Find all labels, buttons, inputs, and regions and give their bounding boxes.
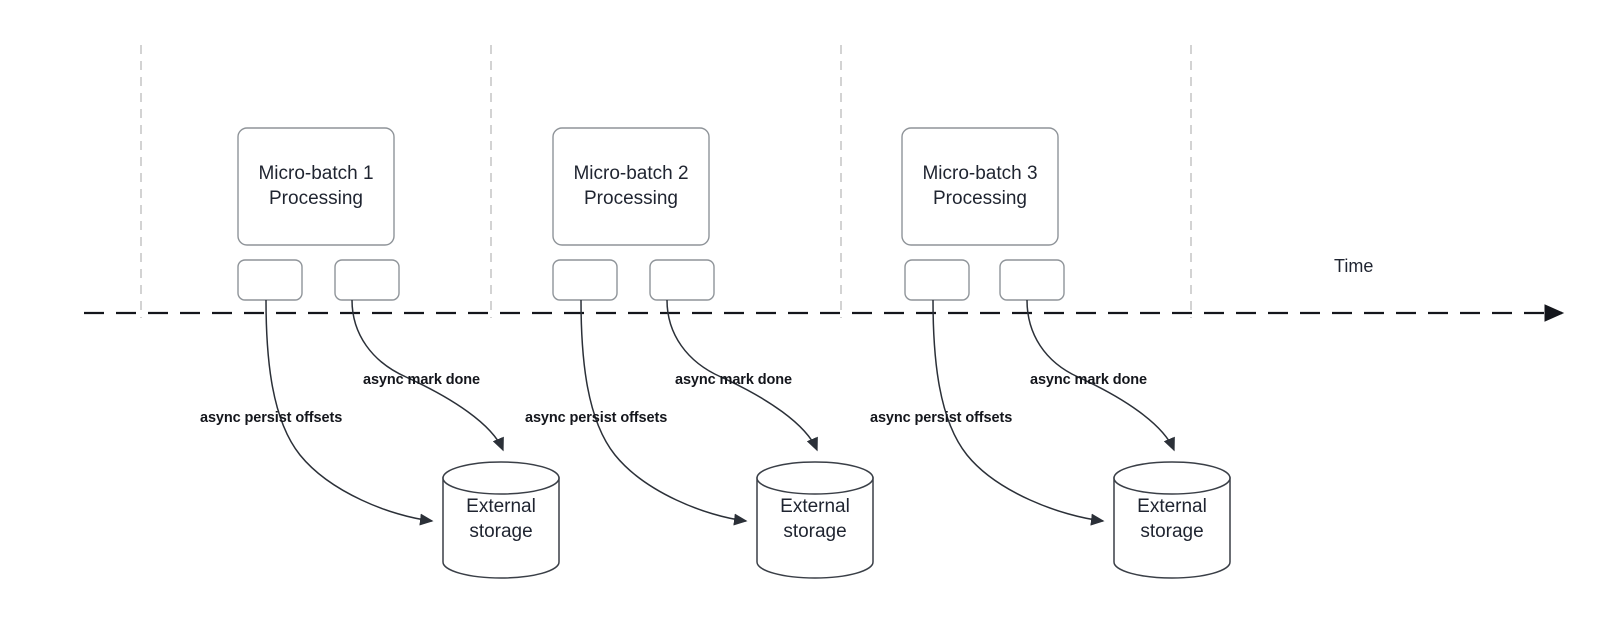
edge-label-mark-done-3: async mark done (1030, 372, 1147, 388)
edge-label-persist-offsets-3: async persist offsets (870, 410, 1013, 426)
task-3a-box[interactable] (904, 259, 970, 301)
group-2-shapes (552, 127, 874, 579)
edge-label-persist-offsets-1: async persist offsets (200, 410, 343, 426)
edge-label-mark-done-2: async mark done (675, 372, 792, 388)
edge-label-persist-offsets-2: async persist offsets (525, 410, 668, 426)
task-1b-box[interactable] (334, 259, 400, 301)
external-storage-3-cylinder[interactable] (1113, 461, 1231, 579)
edge-persist-offsets-3 (932, 299, 1105, 526)
external-storage-2-cylinder[interactable] (756, 461, 874, 579)
group-1-shapes (237, 127, 560, 579)
edge-mark-done-2 (666, 299, 818, 452)
task-2b-box[interactable] (649, 259, 715, 301)
edge-persist-offsets-2 (580, 299, 748, 526)
edge-mark-done-1 (351, 299, 504, 452)
task-2a-box[interactable] (552, 259, 618, 301)
gridline-group (140, 45, 1192, 318)
time-axis-label: Time (1334, 256, 1374, 276)
edge-persist-offsets-1 (265, 299, 434, 526)
microbatch-3-box[interactable] (901, 127, 1059, 246)
task-1a-box[interactable] (237, 259, 303, 301)
group-3-shapes (901, 127, 1231, 579)
microbatch-1-box[interactable] (237, 127, 395, 246)
edge-label-mark-done-1: async mark done (363, 372, 480, 388)
microbatch-2-box[interactable] (552, 127, 710, 246)
edge-mark-done-3 (1026, 299, 1175, 452)
task-3b-box[interactable] (999, 259, 1065, 301)
external-storage-1-cylinder[interactable] (442, 461, 560, 579)
